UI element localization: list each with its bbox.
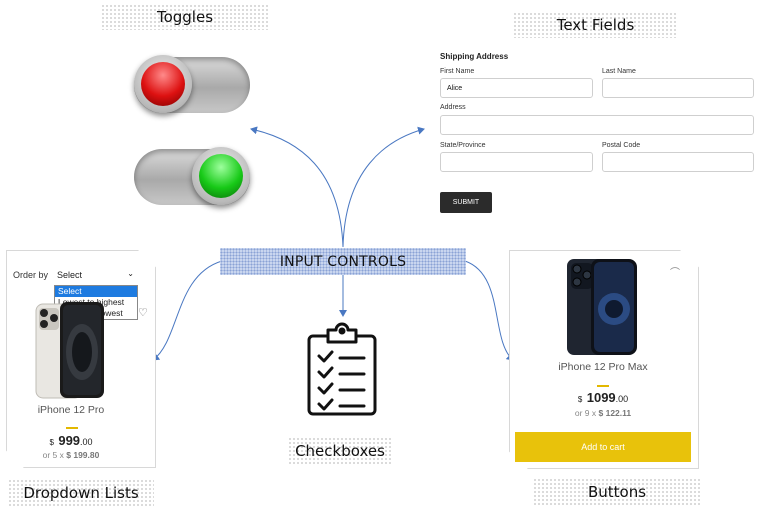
clipboard-checklist-icon [307, 322, 377, 416]
phone-image-pro-max [567, 259, 637, 355]
dropdown-lists-title: Dropdown Lists [8, 479, 154, 507]
arrow-to-toggles [250, 126, 344, 248]
address-label: Address [440, 104, 466, 111]
arrow-to-dropdown [152, 260, 223, 361]
address-field[interactable] [440, 115, 754, 135]
option-select[interactable]: Select [55, 286, 137, 297]
installments-pro-max: or 9 x $ 122.11 [574, 408, 632, 418]
heart-icon[interactable]: ♡ [138, 307, 148, 319]
toggles-title: Toggles [101, 4, 269, 30]
state-label: State/Province [440, 142, 486, 149]
first-name-value: Alice [447, 84, 463, 92]
first-name-label: First Name [440, 68, 475, 75]
chevron-down-icon: ⌄ [127, 269, 134, 278]
price-pro: $ 999.00 [49, 433, 93, 448]
toggle-off[interactable] [134, 55, 250, 113]
add-to-cart-button[interactable]: Add to cart [515, 432, 691, 462]
input-controls-title: INPUT CONTROLS [220, 248, 466, 275]
order-by-label: Order by [13, 270, 49, 280]
form-heading: Shipping Address [440, 52, 509, 61]
toggle-on[interactable] [134, 147, 250, 205]
first-name-field[interactable]: Alice [440, 78, 593, 98]
installments-pro: or 5 x $ 199.80 [42, 450, 100, 460]
arrow-to-buttons [464, 260, 514, 361]
toggle-knob-green [192, 147, 250, 205]
last-name-label: Last Name [602, 68, 636, 75]
accent-bar [66, 427, 78, 429]
postal-label: Postal Code [602, 142, 641, 149]
order-by-select[interactable]: Select ⌄ [54, 267, 138, 283]
state-field[interactable] [440, 152, 593, 172]
postal-field[interactable] [602, 152, 754, 172]
product-name-pro-max: iPhone 12 Pro Max [558, 361, 648, 373]
select-value: Select [57, 270, 83, 280]
buttons-title: Buttons [533, 478, 701, 506]
text-fields-title: Text Fields [513, 12, 678, 38]
last-name-field[interactable] [602, 78, 754, 98]
checkboxes-title: Checkboxes [288, 437, 392, 465]
accent-bar [597, 385, 609, 387]
phone-image-pro [35, 302, 104, 399]
toggle-knob-red [134, 55, 192, 113]
arrow-to-text-fields [342, 126, 425, 248]
loading-arc-icon: ⌒ [670, 268, 680, 279]
product-name-pro: iPhone 12 Pro [37, 404, 105, 416]
price-pro-max: $ 1099.00 [577, 390, 629, 405]
submit-button[interactable]: SUBMIT [440, 192, 492, 213]
